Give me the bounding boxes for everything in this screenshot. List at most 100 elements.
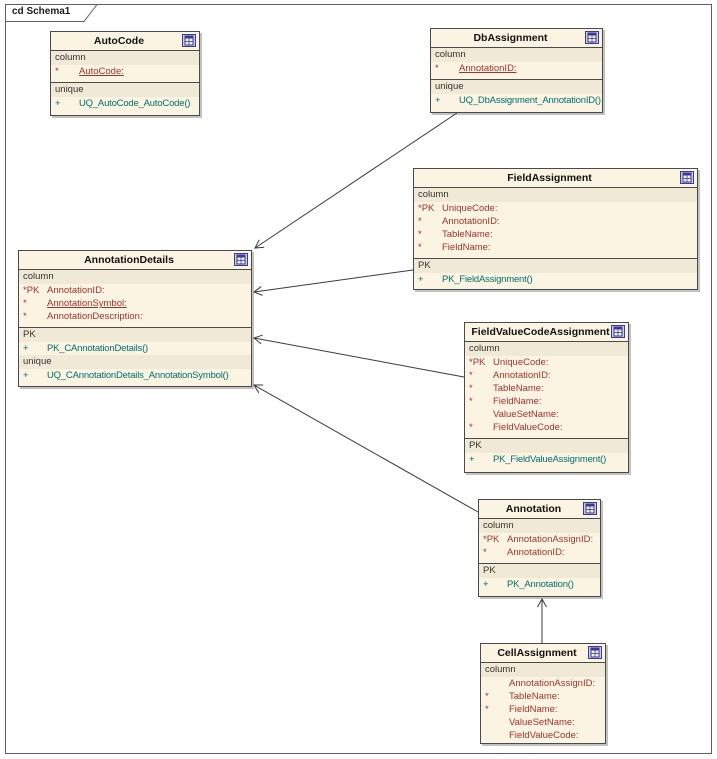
row-name: AnnotationID: — [442, 216, 500, 227]
entity-title: AnnotationDetails — [84, 254, 174, 266]
row-name: UQ_CAnnotationDetails_AnnotationSymbol() — [47, 370, 229, 381]
operation-row[interactable]: +UQ_DbAssignment_AnnotationID() — [431, 94, 602, 107]
row-name: UniqueCode: — [442, 203, 498, 214]
column-row[interactable]: *AnnotationID: — [431, 62, 602, 75]
entity-compartment: column*AnnotationID: — [431, 47, 602, 79]
section-label: column — [465, 342, 628, 356]
row-name: ValueSetName: — [509, 717, 575, 728]
entity-compartment: unique+UQ_DbAssignment_AnnotationID() — [431, 79, 602, 112]
row-prefix: * — [469, 396, 473, 407]
row-prefix: + — [23, 343, 29, 354]
row-name: FieldValueCode: — [493, 422, 563, 433]
row-name: FieldName: — [509, 704, 558, 715]
operation-row[interactable]: +PK_FieldValueAssignment() — [465, 453, 628, 466]
row-prefix: * — [418, 216, 422, 227]
row-prefix: * — [469, 370, 473, 381]
diagram-frame — [5, 4, 712, 754]
row-prefix — [481, 729, 509, 742]
column-row[interactable]: *FieldName: — [465, 395, 628, 408]
row-prefix: + — [418, 274, 424, 285]
entity-title: FieldAssignment — [507, 172, 592, 184]
entity-compartment: PK+PK_FieldValueAssignment() — [465, 438, 628, 472]
row-name: UQ_AutoCode_AutoCode() — [79, 98, 191, 109]
section-label: column — [414, 188, 697, 202]
column-row[interactable]: *AnnotationDescription: — [19, 310, 251, 323]
row-name: AnnotationID: — [47, 285, 105, 296]
column-row[interactable]: *AnnotationID: — [479, 546, 600, 559]
entity-header: FieldAssignment — [414, 169, 697, 187]
row-name: TableName: — [509, 691, 560, 702]
column-row[interactable]: *FieldValueCode: — [465, 421, 628, 434]
row-prefix: * — [483, 547, 487, 558]
table-icon — [680, 171, 694, 184]
entity-DbAssignment[interactable]: DbAssignment column*AnnotationID:unique+… — [430, 28, 603, 113]
row-prefix: + — [435, 95, 441, 106]
column-row[interactable]: *AnnotationSymbol: — [19, 297, 251, 310]
operation-row[interactable]: + UQ_AutoCode_AutoCode() — [51, 97, 199, 110]
section-label: column — [431, 48, 602, 62]
operation-row[interactable]: +PK_Annotation() — [479, 578, 600, 591]
table-icon — [234, 253, 248, 266]
row-name: PK_CAnnotationDetails() — [47, 343, 149, 354]
entity-title: AutoCode — [93, 35, 145, 47]
row-name: ValueSetName: — [493, 409, 559, 420]
column-row[interactable]: ValueSetName: — [481, 716, 605, 729]
column-row[interactable]: ValueSetName: — [465, 408, 628, 421]
row-prefix: * — [23, 298, 27, 309]
table-icon — [588, 646, 602, 659]
section-label: column — [51, 51, 199, 65]
row-prefix — [481, 677, 509, 690]
entity-compartment: column*AutoCode: — [51, 50, 199, 82]
table-icon — [182, 34, 196, 47]
table-icon — [583, 502, 597, 515]
row-prefix: *PK — [469, 357, 486, 368]
row-name: AnnotationAssignID: — [509, 678, 596, 689]
operation-row[interactable]: +UQ_CAnnotationDetails_AnnotationSymbol(… — [19, 369, 251, 382]
column-row[interactable]: AnnotationAssignID: — [481, 677, 605, 690]
column-row[interactable]: *TableName: — [414, 228, 697, 241]
section-label: column — [479, 519, 600, 533]
section-label: PK — [465, 439, 628, 453]
row-prefix: * — [485, 704, 489, 715]
entity-header: AnnotationDetails — [19, 251, 251, 269]
column-row[interactable]: FieldValueCode: — [481, 729, 605, 742]
row-prefix: * — [55, 66, 59, 77]
row-name: AnnotationID: — [493, 370, 551, 381]
row-prefix — [481, 716, 509, 729]
table-icon — [611, 325, 625, 338]
column-row[interactable]: * AnnotationID: — [414, 215, 697, 228]
row-name: AnnotationDescription: — [47, 311, 143, 322]
row-name: TableName: — [493, 383, 544, 394]
frame-tab-shape — [5, 4, 99, 22]
section-label: unique — [19, 355, 251, 369]
column-row[interactable]: * FieldName: — [481, 703, 605, 716]
column-row[interactable]: *FieldName: — [414, 241, 697, 254]
column-row[interactable]: * AnnotationID: — [465, 369, 628, 382]
entity-compartment: PK+PK_CAnnotationDetails()unique+UQ_CAnn… — [19, 327, 251, 386]
column-row[interactable]: *AutoCode: — [51, 65, 199, 78]
column-row[interactable]: *TableName: — [481, 690, 605, 703]
column-row[interactable]: *TableName: — [465, 382, 628, 395]
entity-title: Annotation — [505, 503, 562, 515]
operation-row[interactable]: +PK_FieldAssignment() — [414, 273, 697, 286]
entity-AutoCode[interactable]: AutoCode column*AutoCode:unique+UQ_AutoC… — [50, 31, 200, 116]
operation-row[interactable]: + PK_CAnnotationDetails() — [19, 342, 251, 355]
row-name: AnnotationAssignID: — [507, 534, 594, 545]
entity-title: FieldValueCodeAssignment — [471, 326, 610, 338]
row-prefix: + — [55, 98, 61, 109]
section-label: column — [19, 270, 251, 284]
table-icon — [585, 31, 599, 44]
